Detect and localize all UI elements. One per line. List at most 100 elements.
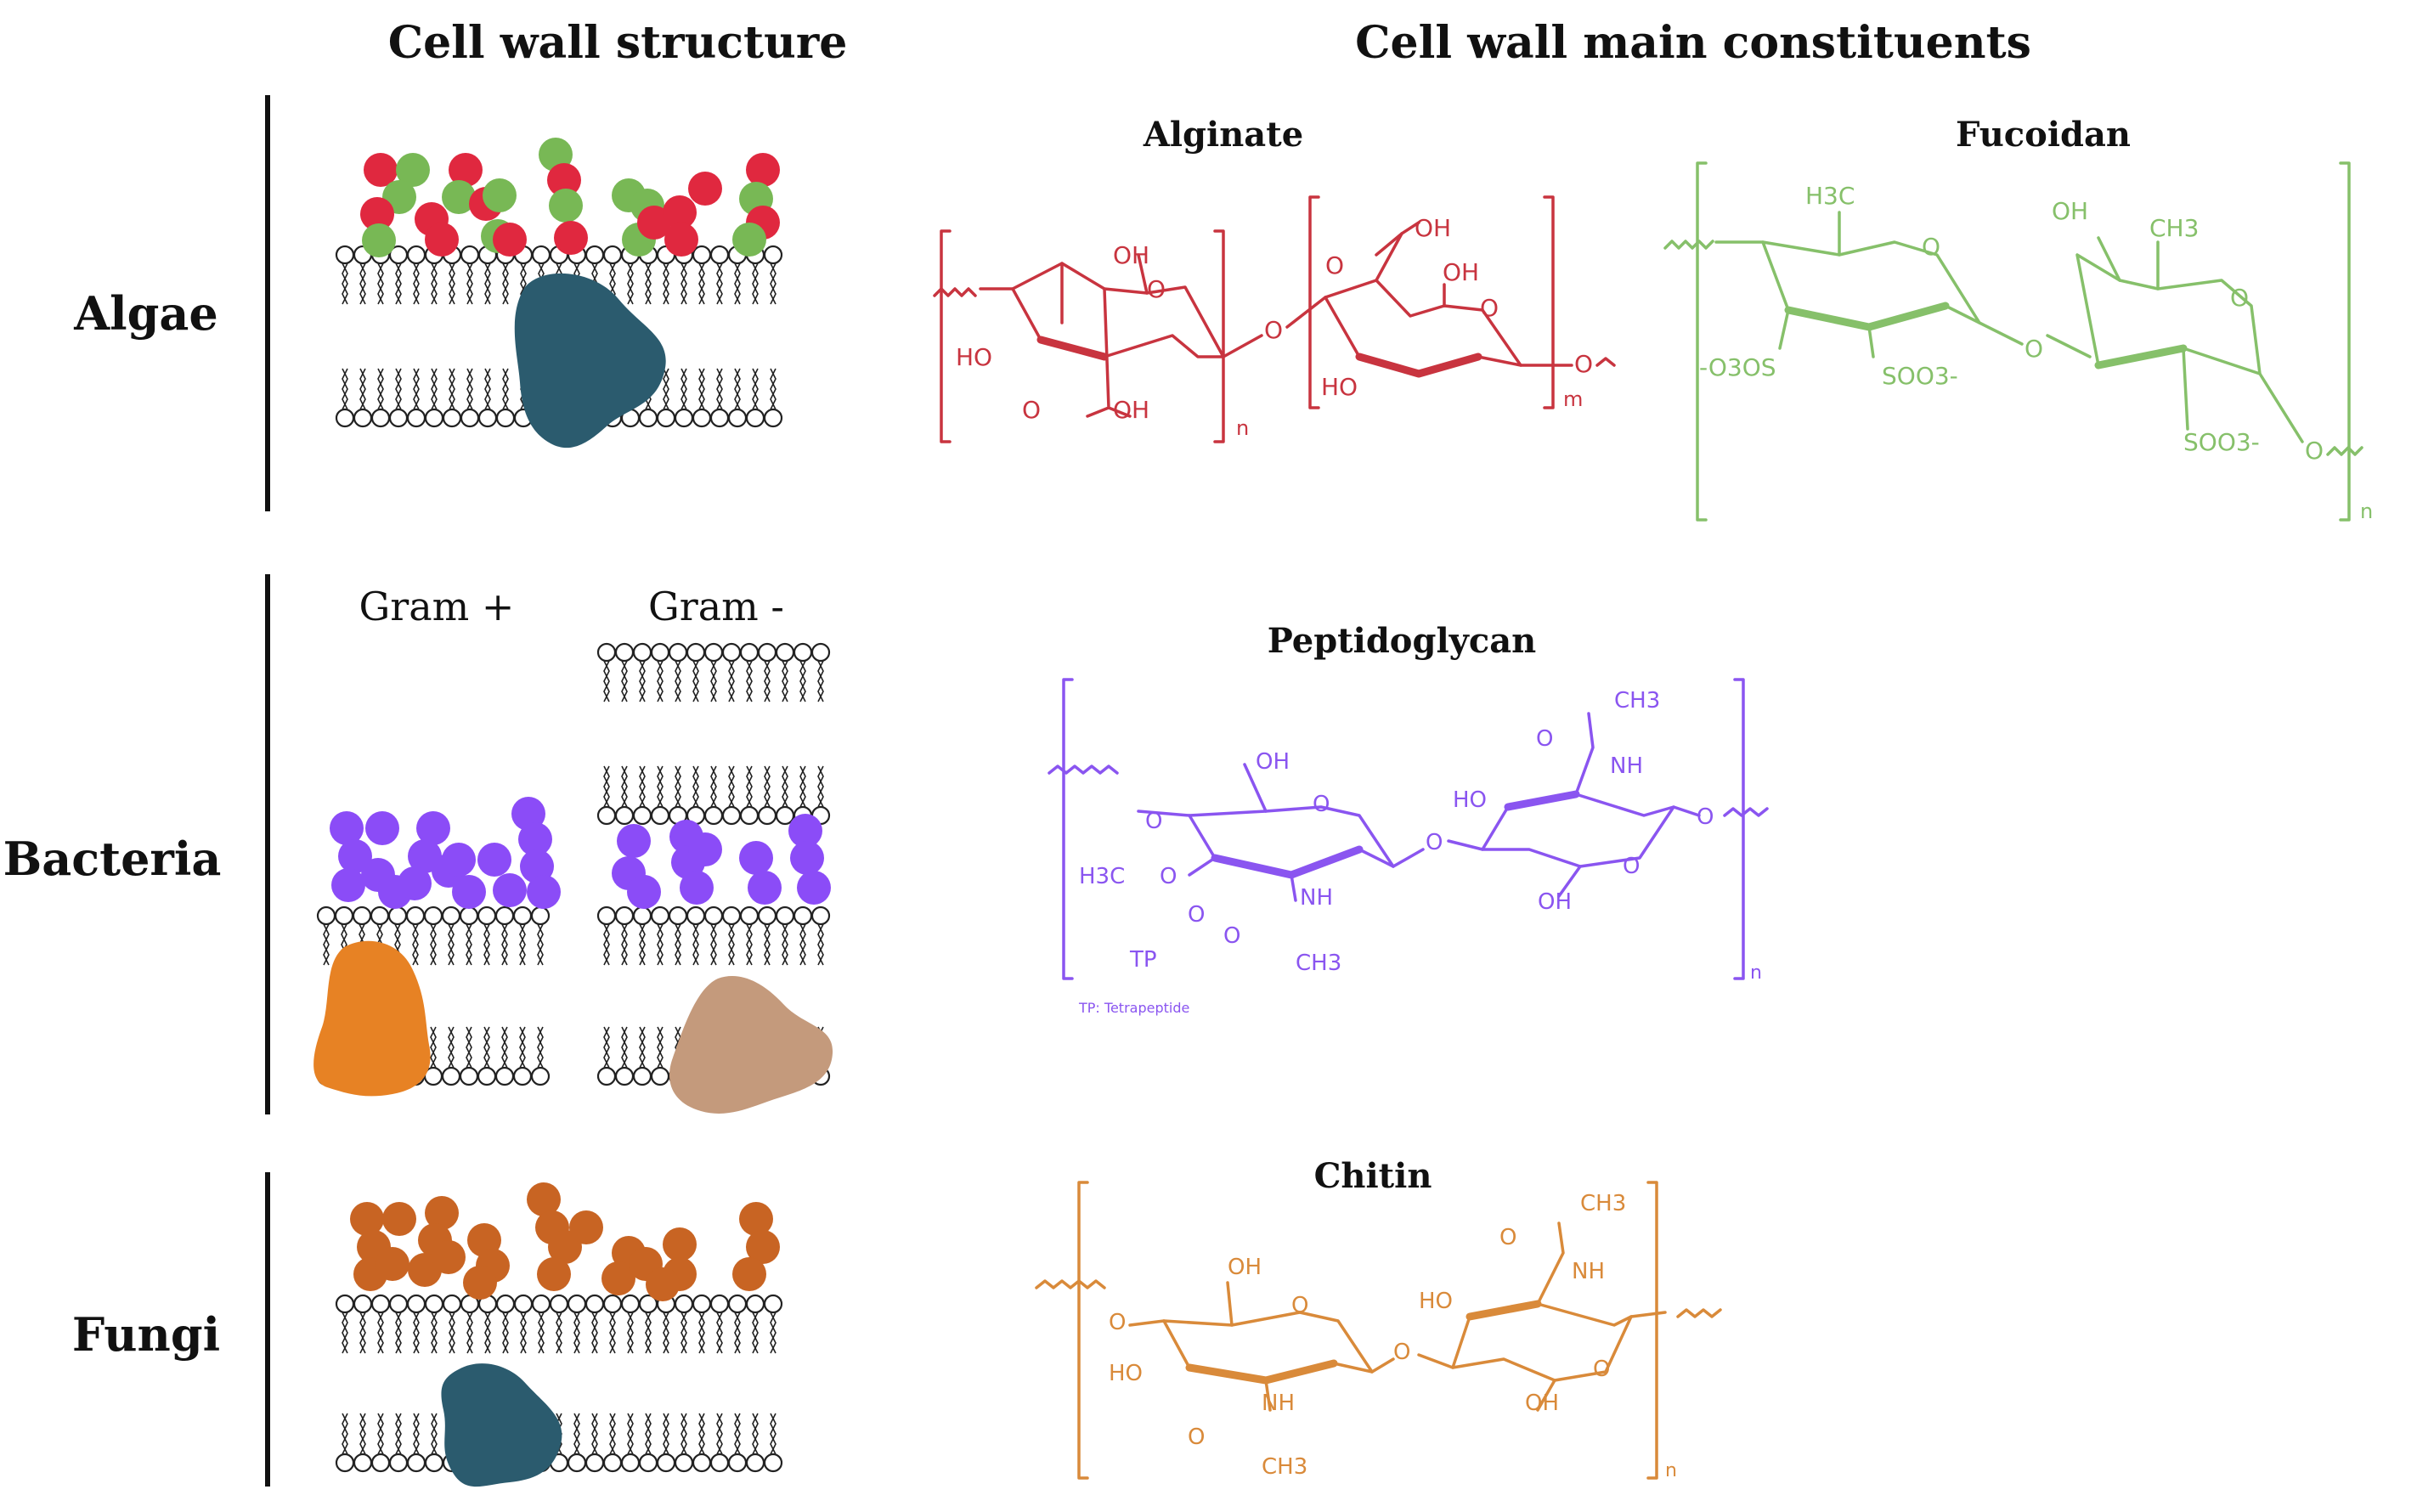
wall-bead <box>425 223 459 257</box>
wall-bead <box>518 822 552 856</box>
wall-bead <box>449 153 483 187</box>
lipid-head <box>460 1294 480 1355</box>
lipid-head <box>370 1412 391 1473</box>
lipid-head <box>596 642 617 703</box>
svg-text:OH: OH <box>1228 1255 1262 1280</box>
wall-bead <box>746 1230 780 1264</box>
lipid-head <box>739 642 760 703</box>
lipid-head <box>686 764 706 826</box>
wall-bead <box>396 153 430 187</box>
lipid-head <box>745 367 765 428</box>
lipid-head <box>459 906 479 967</box>
wall-bead <box>527 1182 561 1216</box>
svg-text:OH: OH <box>1256 749 1290 775</box>
lipid-head <box>596 1025 617 1086</box>
wall-bead <box>452 875 486 909</box>
lipid-head <box>602 1294 623 1355</box>
wall-bead <box>463 1266 497 1300</box>
lipid-head <box>388 245 409 306</box>
lipid-head <box>460 367 480 428</box>
svg-text:NH: NH <box>1572 1259 1605 1284</box>
chitin-structure <box>1035 1181 1722 1480</box>
wall-bead <box>554 221 588 255</box>
lipid-head <box>567 1412 587 1473</box>
lipid-head <box>370 367 391 428</box>
svg-text:O: O <box>1264 316 1283 344</box>
svg-text:HO: HO <box>956 343 992 371</box>
lipid-head <box>763 245 783 306</box>
gram-positive-label: Gram + <box>359 584 515 629</box>
lipid-head <box>513 1294 534 1355</box>
lipid-head <box>353 1294 373 1355</box>
lipid-head <box>650 764 670 826</box>
wall-bead <box>425 1196 459 1230</box>
membrane-protein-gram-positive <box>313 940 431 1097</box>
lipid-head <box>739 764 760 826</box>
lipid-head <box>477 1025 497 1086</box>
svg-text:O: O <box>1223 923 1240 949</box>
lipid-head <box>614 1025 635 1086</box>
chitin-labels: OH O O HO NH O CH3 O HO CH3 O NH OH O n <box>1109 1191 1677 1481</box>
lipid-head <box>388 1294 409 1355</box>
svg-text:HO: HO <box>1321 373 1358 401</box>
lipid-head <box>763 367 783 428</box>
lipid-head <box>620 1294 641 1355</box>
lipid-head <box>406 367 426 428</box>
svg-text:O: O <box>1536 726 1553 752</box>
lipid-head <box>810 906 831 967</box>
row-label-fungi: Fungi <box>72 1307 220 1362</box>
wall-bead <box>739 841 773 875</box>
wall-bead <box>627 875 661 909</box>
lipid-head <box>763 1294 783 1355</box>
lipid-head <box>512 1025 533 1086</box>
lipid-head <box>442 1294 462 1355</box>
svg-text:SOO3-: SOO3- <box>1882 362 1958 390</box>
lipid-head <box>692 1412 712 1473</box>
lipid-head <box>793 642 813 703</box>
wall-bead <box>680 871 714 905</box>
lipid-head <box>775 764 795 826</box>
svg-text:m: m <box>1563 387 1583 411</box>
wall-bead <box>663 1227 697 1261</box>
svg-text:OH: OH <box>1525 1391 1559 1416</box>
lipid-head <box>709 367 730 428</box>
lipid-head <box>441 1025 461 1086</box>
svg-text:OH: OH <box>1443 258 1479 286</box>
wall-bead <box>511 797 545 831</box>
lipid-head <box>353 245 373 306</box>
lipid-head <box>388 367 409 428</box>
wall-bead <box>739 1202 773 1236</box>
wall-bead <box>520 849 554 883</box>
wall-bead <box>547 163 581 197</box>
svg-text:O: O <box>1623 854 1640 879</box>
lipid-head <box>530 1025 551 1086</box>
svg-text:O: O <box>1188 902 1205 928</box>
lipid-head <box>405 906 426 967</box>
gram-positive-peptidoglycan-layer <box>330 797 561 909</box>
lipid-head <box>316 906 336 967</box>
svg-text:n: n <box>1236 416 1249 440</box>
lipid-head <box>388 1412 409 1473</box>
svg-text:O: O <box>1574 350 1593 378</box>
svg-text:O: O <box>2305 437 2324 465</box>
lipid-head <box>335 367 355 428</box>
lipid-head <box>703 642 724 703</box>
svg-text:O: O <box>1147 275 1166 303</box>
peptidoglycan-labels: OH O O H3C O O TP NH O CH3 O HO CH3 O NH… <box>1078 688 1762 1016</box>
svg-text:OH: OH <box>1113 241 1149 269</box>
svg-text:n: n <box>1665 1460 1677 1481</box>
divider-bacteria <box>265 574 270 1114</box>
wall-bead <box>732 223 766 257</box>
wall-bead <box>790 841 824 875</box>
wall-bead <box>330 811 364 845</box>
wall-bead <box>362 223 396 257</box>
lipid-head <box>674 1294 694 1355</box>
wall-bead <box>416 811 450 845</box>
lipid-head <box>353 367 373 428</box>
wall-bead <box>688 832 722 866</box>
lipid-head <box>477 1294 498 1355</box>
svg-text:O: O <box>1109 1310 1126 1335</box>
molecule-name-chitin: Chitin <box>1314 1156 1432 1196</box>
wall-bead <box>338 839 372 873</box>
wall-bead <box>360 197 394 231</box>
